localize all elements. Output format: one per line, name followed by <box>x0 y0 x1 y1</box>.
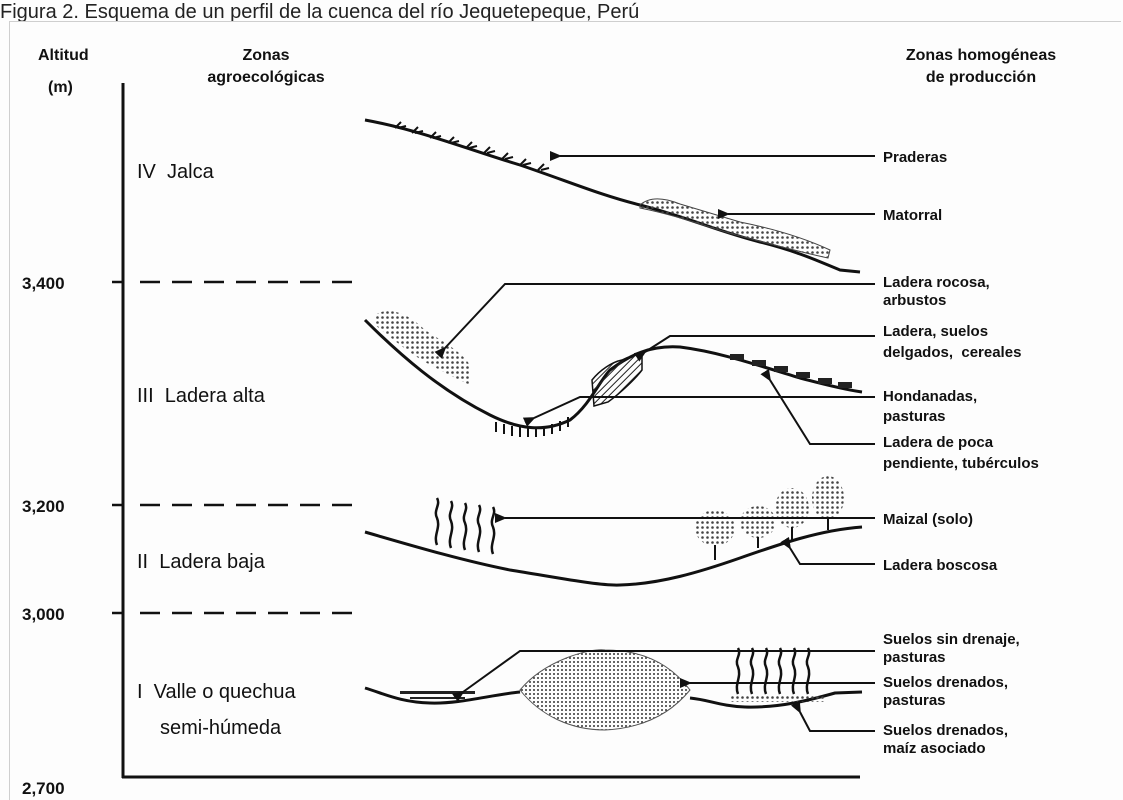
label-sin-drenaje-2: pasturas <box>883 649 946 666</box>
altitude-label-3000: 3,000 <box>22 605 65 624</box>
label-drenados-maiz-2: maíz asociado <box>883 740 986 757</box>
label-ladera-rocosa-1: Ladera rocosa, <box>883 274 990 291</box>
zone-i-label-line2: semi-húmeda <box>160 717 282 739</box>
label-ladera-rocosa-2: arbustos <box>883 292 946 309</box>
homog-header-line1: Zonas homogéneas <box>906 47 1056 64</box>
valle-left-terrain-line <box>365 688 520 703</box>
arrow-hondanadas <box>534 397 875 418</box>
altitude-label-3200: 3,200 <box>22 497 65 516</box>
zone-iii-label: III Ladera alta <box>137 385 266 407</box>
label-hondanadas-1: Hondanadas, <box>883 388 977 405</box>
matorral-shrubs <box>640 199 830 258</box>
valle-drenados-soil <box>730 694 825 702</box>
suelos-drenados-pasturas-area <box>520 650 690 730</box>
label-ladera-poca-2: pendiente, tubérculos <box>883 455 1039 472</box>
arrow-ladera-boscosa <box>790 548 875 564</box>
altitude-header-line1: Altitud <box>38 47 89 64</box>
zone-ii-label: II Ladera baja <box>137 551 266 573</box>
altitude-label-2700: 2,700 <box>22 779 65 798</box>
arrow-ladera-rocosa <box>445 284 875 348</box>
ladera-baja-terrain-line <box>365 527 862 585</box>
label-sin-drenaje-1: Suelos sin drenaje, <box>883 631 1020 648</box>
tuberculos-crops <box>730 354 852 388</box>
arrow-drenados-maiz <box>800 712 875 731</box>
homog-header-line2: de producción <box>926 69 1036 86</box>
agro-header-line2: agroecológicas <box>207 69 324 86</box>
zone-iv-label: IV Jalca <box>137 161 215 183</box>
label-praderas: Praderas <box>883 149 947 166</box>
label-maizal: Maizal (solo) <box>883 511 973 528</box>
label-drenados-pasturas-1: Suelos drenados, <box>883 674 1008 691</box>
altitude-header-line2: (m) <box>48 79 73 96</box>
altitude-label-3400: 3,400 <box>22 274 65 293</box>
arrow-ladera-poca <box>770 380 875 444</box>
cereales-crops <box>592 354 642 406</box>
label-ladera-suelos-2: delgados, cereales <box>883 344 1021 361</box>
label-hondanadas-2: pasturas <box>883 408 946 425</box>
valle-maiz-plants <box>737 648 809 694</box>
zone-i-label-line1: I Valle o quechua <box>137 681 297 703</box>
arrow-ladera-suelos <box>645 336 875 352</box>
label-drenados-pasturas-2: pasturas <box>883 692 946 709</box>
praderas-grass <box>395 122 549 170</box>
jalca-terrain-line <box>365 120 860 272</box>
label-drenados-maiz-1: Suelos drenados, <box>883 722 1008 739</box>
agro-header-line1: Zonas <box>242 47 289 64</box>
label-matorral: Matorral <box>883 207 942 224</box>
label-ladera-poca-1: Ladera de poca <box>883 434 994 451</box>
label-ladera-boscosa: Ladera boscosa <box>883 557 998 574</box>
label-ladera-suelos-1: Ladera, suelos <box>883 323 988 340</box>
ladera-rocosa-shrubs <box>375 311 470 385</box>
maizal-plants <box>436 498 494 554</box>
